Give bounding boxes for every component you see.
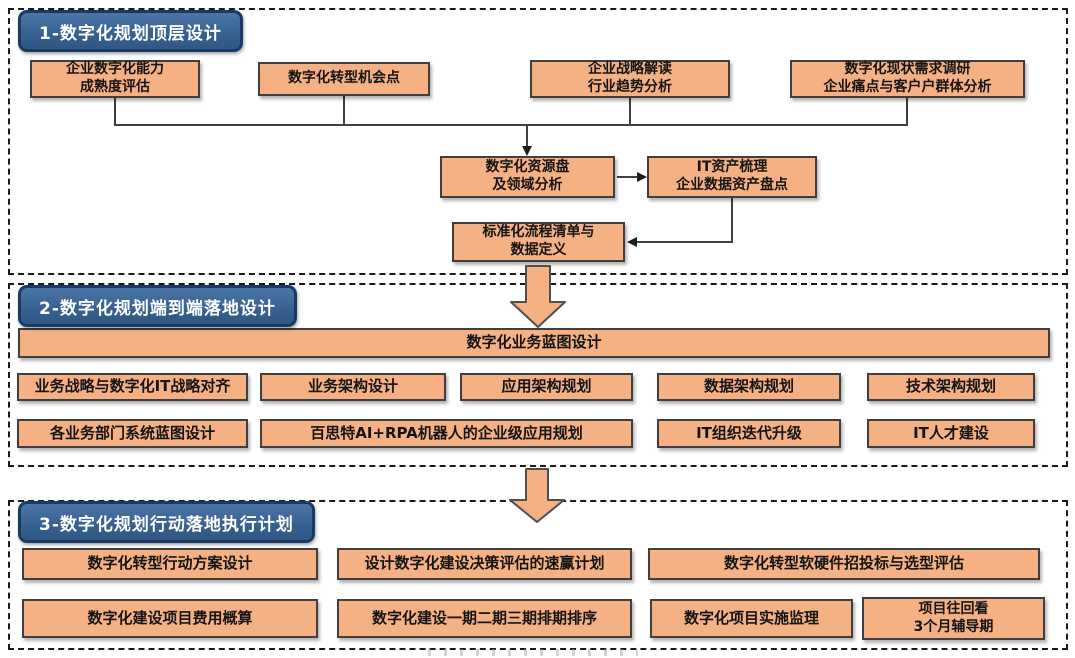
box-line: 数字化转型机会点 <box>288 70 400 87</box>
section-2-title: 2-数字化规划端到端落地设计 <box>39 298 276 319</box>
box-business-architecture: 业务架构设计 <box>260 373 446 401</box>
box-line: 数字化转型行动方案设计 <box>87 554 253 573</box>
box-line: 企业数据资产盘点 <box>676 177 788 193</box>
section-3-title: 3-数字化规划行动落地执行计划 <box>39 514 294 535</box>
box-line: IT组织迭代升级 <box>696 423 802 442</box>
box-line: 设计数字化建设决策评估的速赢计划 <box>364 554 605 573</box>
watermark-remnant <box>428 649 638 656</box>
connector-line <box>637 241 733 243</box>
box-line: 技术架构规划 <box>905 377 996 396</box>
connector-line <box>731 198 733 243</box>
connector-line <box>526 124 528 147</box>
box-line: 标准化流程清单与 <box>482 224 595 241</box>
box-line: 行业趋势分析 <box>588 79 672 95</box>
box-line: 数字化项目实施监理 <box>683 608 819 627</box>
box-line: 3个月辅导期 <box>913 618 994 635</box>
box-digital-resource-analysis: 数字化资源盘 及领域分析 <box>440 156 615 198</box>
box-line: 百思特AI+RPA机器人的企业级应用规划 <box>310 423 583 442</box>
box-line: 数字化建设项目费用概算 <box>87 608 253 627</box>
connector-line <box>617 176 638 178</box>
box-bidding-evaluation: 数字化转型软硬件招投标与选型评估 <box>648 548 1040 580</box>
box-line: 企业痛点与客户户群体分析 <box>823 79 992 95</box>
box-project-cost-estimate: 数字化建设项目费用概算 <box>22 599 318 638</box>
box-line: 成熟度评估 <box>80 79 150 95</box>
box-department-blueprint: 各业务部门系统蓝图设计 <box>17 419 248 448</box>
box-business-blueprint: 数字化业务蓝图设计 <box>18 328 1050 358</box>
box-line: 数据定义 <box>510 242 567 258</box>
flow-arrow-1-down-arrow-icon <box>510 265 566 328</box>
box-phase-scheduling: 数字化建设一期二期三期排期排序 <box>337 599 632 638</box>
box-line: 数字化现状需求调研 <box>844 61 971 78</box>
section-1-title-badge: 1-数字化规划顶层设计 <box>18 10 243 52</box>
box-action-plan-design: 数字化转型行动方案设计 <box>22 548 318 580</box>
arrowhead-down-icon <box>522 146 532 156</box>
box-implementation-supervision: 数字化项目实施监理 <box>650 599 853 638</box>
box-tech-architecture: 技术架构规划 <box>867 373 1035 401</box>
box-line: 业务战略与数字化IT战略对齐 <box>34 377 231 396</box>
connector-line <box>114 124 908 126</box>
box-application-architecture: 应用架构规划 <box>460 373 633 401</box>
arrowhead-right-icon <box>637 172 647 182</box>
arrowhead-left-icon <box>627 237 637 247</box>
box-line: 数据架构规划 <box>703 377 794 396</box>
box-line: 项目往回看 <box>918 600 989 617</box>
box-current-state-research: 数字化现状需求调研 企业痛点与客户户群体分析 <box>790 60 1025 98</box>
box-line: IT资产梳理 <box>696 159 768 176</box>
box-project-review-coaching: 项目往回看 3个月辅导期 <box>862 597 1045 640</box>
box-standard-process-list: 标准化流程清单与 数据定义 <box>452 222 625 262</box>
box-it-talent: IT人才建设 <box>867 419 1035 448</box>
connector-line <box>906 98 908 126</box>
box-line: 及领域分析 <box>492 177 563 193</box>
box-line: 企业数字化能力 <box>66 61 164 78</box>
box-strategy-alignment: 业务战略与数字化IT战略对齐 <box>17 373 248 401</box>
section-3-title-badge: 3-数字化规划行动落地执行计划 <box>18 501 315 543</box>
connector-line <box>114 98 116 126</box>
box-transformation-opportunities: 数字化转型机会点 <box>258 62 430 96</box>
box-it-asset-review: IT资产梳理 企业数据资产盘点 <box>647 156 817 198</box>
box-line: 数字化转型软硬件招投标与选型评估 <box>723 554 964 573</box>
box-line: 业务架构设计 <box>307 377 398 396</box>
box-line: 应用架构规划 <box>501 377 592 396</box>
box-line: 企业战略解读 <box>588 61 672 78</box>
box-line: IT人才建设 <box>913 423 989 442</box>
box-line: 数字化资源盘 <box>485 159 570 176</box>
box-data-architecture: 数据架构规划 <box>657 373 841 401</box>
flow-arrow-2-down-arrow-icon <box>509 468 565 523</box>
box-digital-capability-maturity: 企业数字化能力 成熟度评估 <box>30 60 200 98</box>
box-quick-win-plan: 设计数字化建设决策评估的速赢计划 <box>337 548 632 580</box>
box-line: 各业务部门系统蓝图设计 <box>49 423 215 442</box>
box-line: 数字化业务蓝图设计 <box>466 333 602 352</box>
box-strategy-interpretation: 企业战略解读 行业趋势分析 <box>530 60 730 98</box>
section-1-title: 1-数字化规划顶层设计 <box>39 23 222 44</box>
box-line: 数字化建设一期二期三期排期排序 <box>371 608 597 627</box>
connector-line <box>343 96 345 126</box>
box-ai-rpa-planning: 百思特AI+RPA机器人的企业级应用规划 <box>260 419 633 448</box>
connector-line <box>629 98 631 126</box>
box-it-org-upgrade: IT组织迭代升级 <box>657 419 841 448</box>
section-2-title-badge: 2-数字化规划端到端落地设计 <box>18 285 297 327</box>
